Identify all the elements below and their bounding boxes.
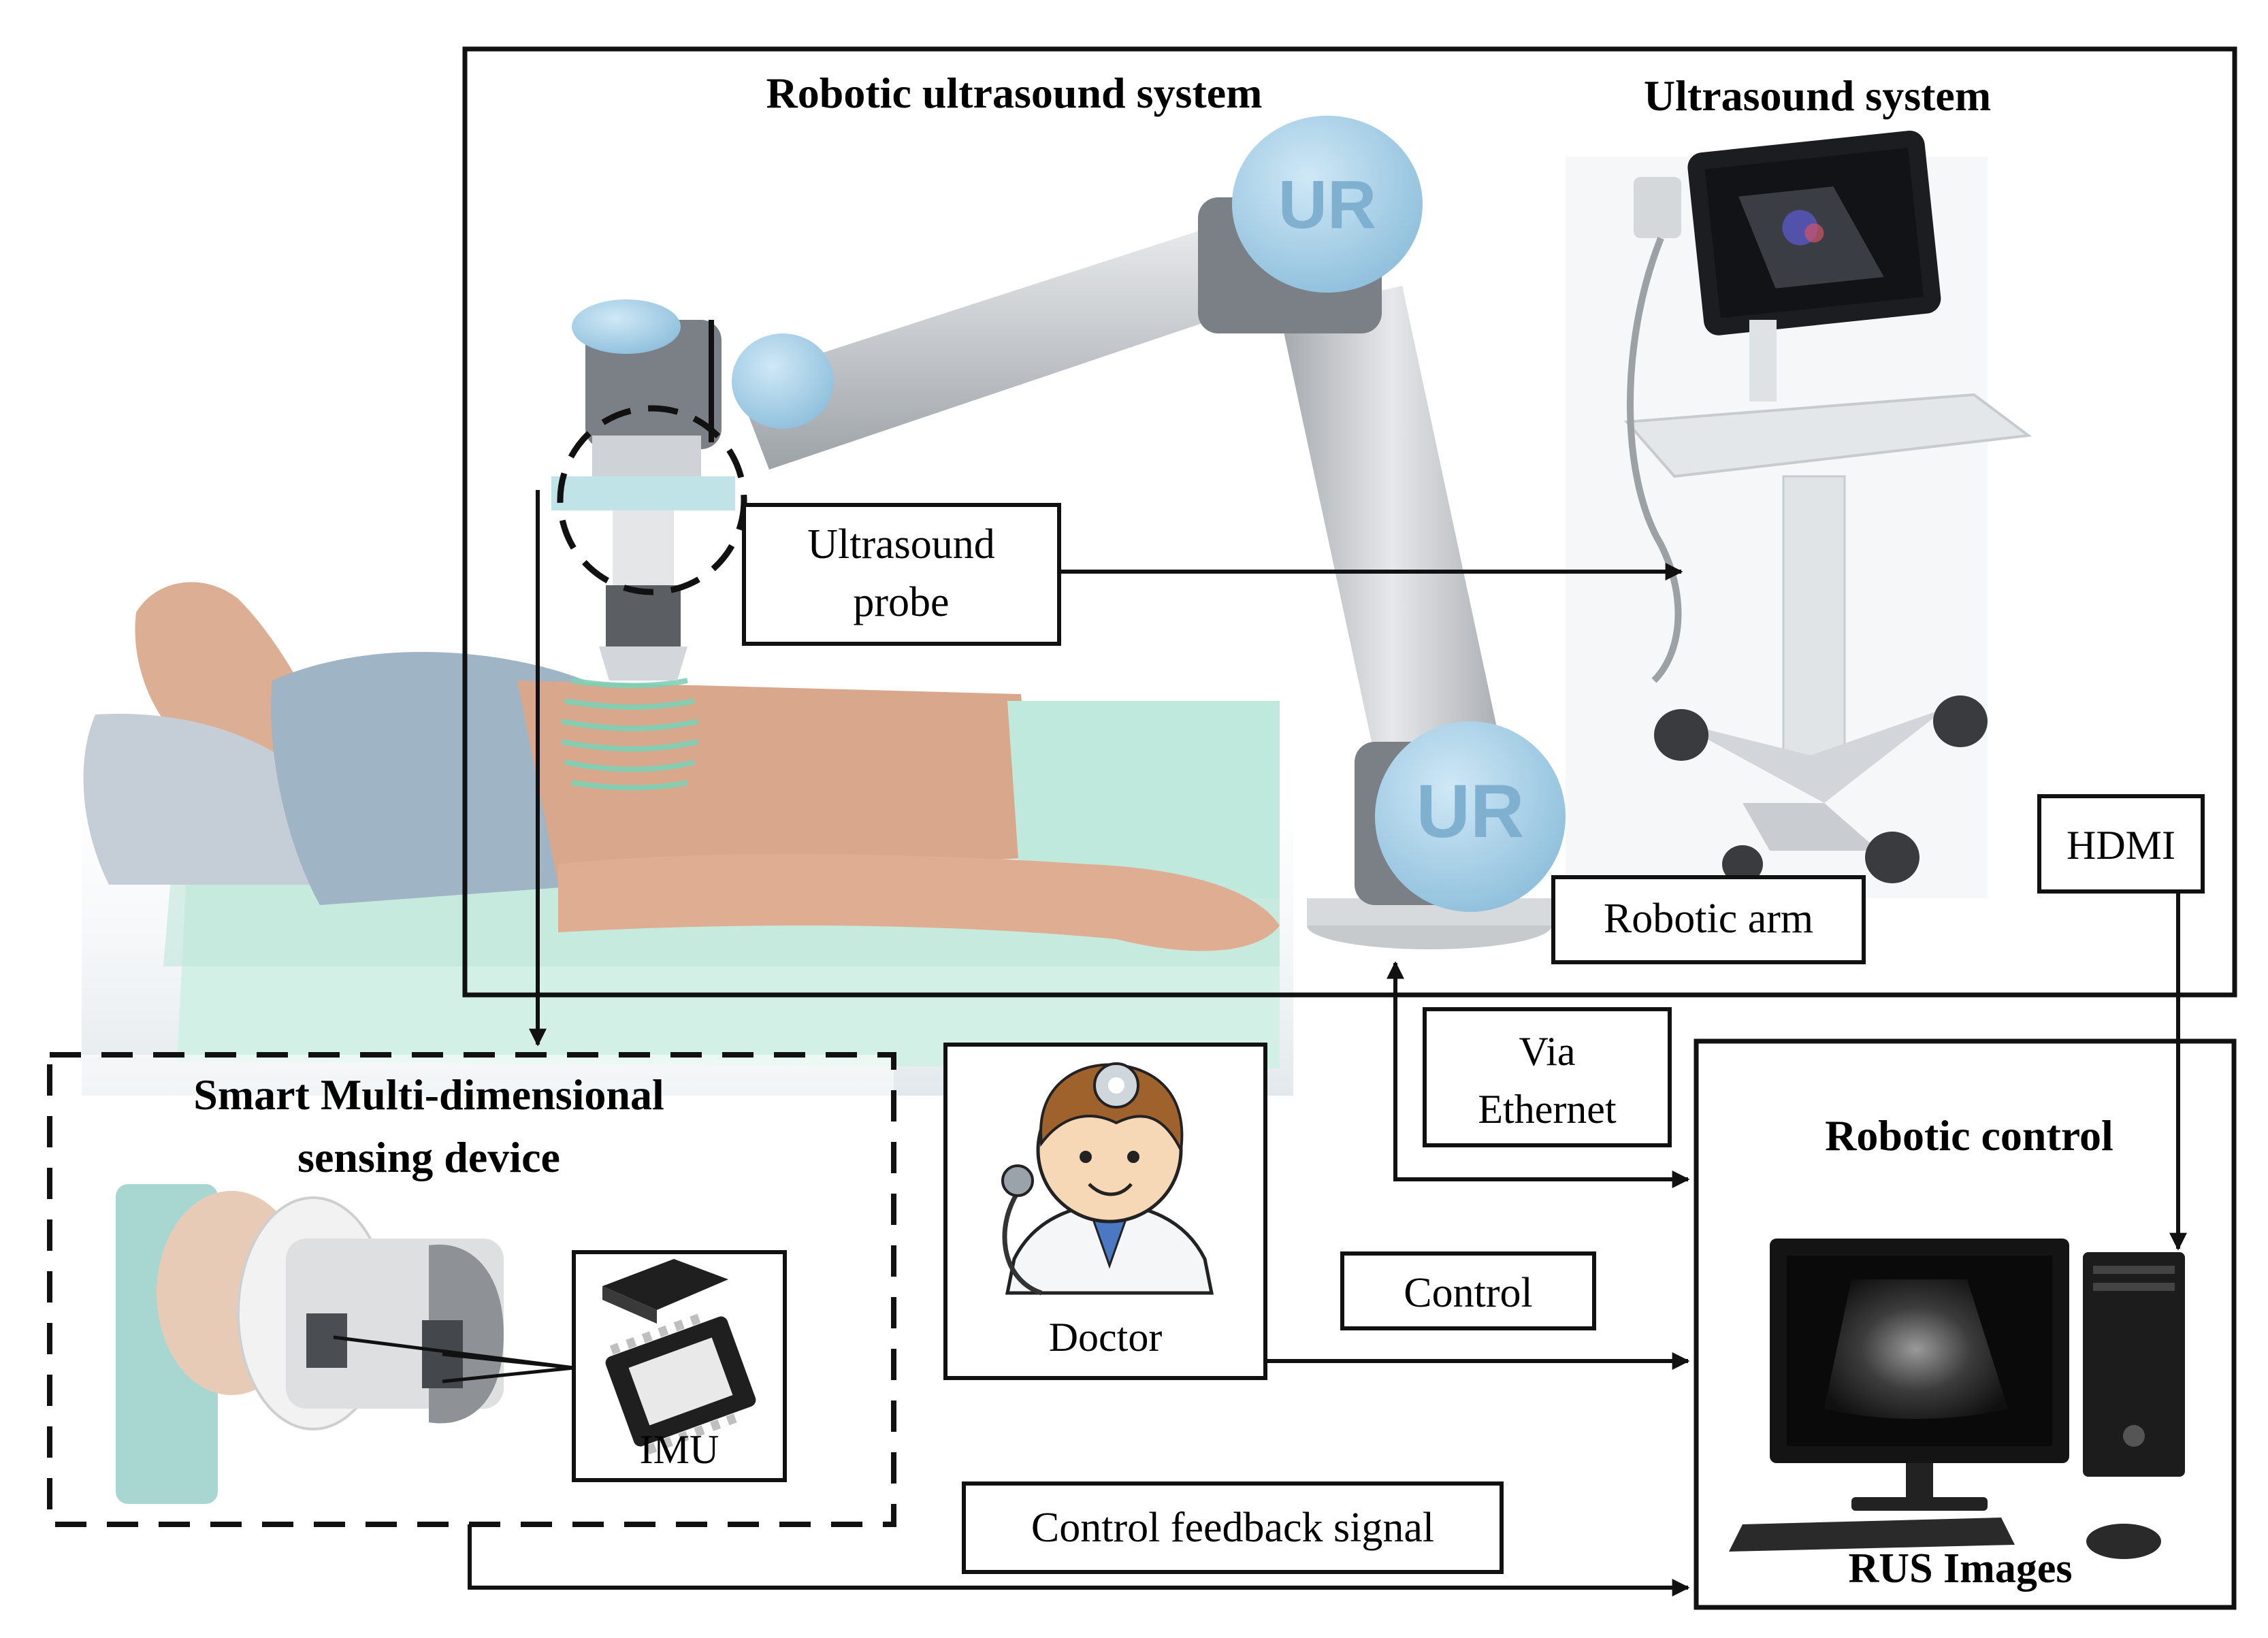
label-via-ethernet-line1: Via <box>1519 1029 1575 1074</box>
svg-text:UR: UR <box>1416 770 1525 853</box>
ultrasound-probe-tip <box>599 646 687 681</box>
robot-link-lower <box>1280 286 1504 789</box>
label-ultrasound-probe-line1: Ultrasound <box>807 521 995 568</box>
svg-text:UR: UR <box>1278 167 1376 243</box>
control-label-box <box>1340 1251 1596 1330</box>
probe-highlight-circle <box>557 405 747 595</box>
control-feedback-label-box <box>962 1481 1504 1574</box>
label-imu: IMU <box>640 1427 719 1472</box>
cart-tray <box>1623 393 2032 478</box>
patient-gown <box>271 652 599 905</box>
cart-column <box>1782 475 1846 764</box>
robot-joint-wrist <box>572 299 681 354</box>
robotic-arm-illustration: UR UR <box>551 116 1566 949</box>
device-sensor-left <box>306 1313 347 1368</box>
cart-base <box>1674 708 1947 803</box>
scan-lines <box>561 678 698 791</box>
title-smart-device-line1: Smart Multi-dimensional <box>193 1070 664 1119</box>
ultrasound-cart-illustration <box>1566 130 2032 898</box>
title-robotic-ultrasound-system: Robotic ultrasound system <box>766 69 1263 117</box>
robot-joint-base <box>1375 721 1566 912</box>
robot-joint-elbow <box>1232 116 1423 293</box>
pillow <box>83 713 327 885</box>
imu-chip-icon <box>602 1259 756 1455</box>
computer-keyboard <box>1729 1518 2015 1552</box>
computer-mouse <box>2086 1524 2161 1559</box>
computer-illustration <box>1729 1239 2185 1559</box>
label-ultrasound-probe-line2: probe <box>853 579 949 625</box>
robotic-arm-box <box>1551 875 1866 964</box>
patient-torso <box>517 681 1035 885</box>
computer-ultrasound-image <box>1824 1279 2008 1419</box>
robot-link-upper <box>735 225 1252 470</box>
label-robotic-arm: Robotic arm <box>1604 896 1813 942</box>
title-rus-images: RUS Images <box>1849 1545 2073 1592</box>
robotic-ultrasound-system-frame <box>462 46 2237 998</box>
patient-arm <box>558 854 1280 951</box>
title-ultrasound-system: Ultrasound system <box>1644 71 1991 120</box>
robotic-control-frame <box>1694 1038 2237 1610</box>
title-smart-device-line2: sensing device <box>297 1133 560 1181</box>
arrow-feedback-to-control <box>468 1524 1690 1596</box>
label-control: Control <box>1404 1270 1532 1316</box>
cart-wheels <box>1654 695 1988 883</box>
label-via-ethernet-line2: Ethernet <box>1478 1087 1617 1132</box>
computer-tower <box>2083 1252 2185 1477</box>
doctor-icon <box>1001 1062 1214 1296</box>
arrow-ethernet-bidirectional <box>1387 961 1690 1188</box>
probe-mount <box>551 476 735 510</box>
label-control-feedback-signal: Control feedback signal <box>1031 1505 1434 1551</box>
label-hdmi: HDMI <box>2067 823 2175 868</box>
hdmi-label-box <box>2037 794 2205 894</box>
title-robotic-control: Robotic control <box>1825 1111 2113 1160</box>
label-doctor: Doctor <box>1049 1315 1163 1360</box>
patient-scene <box>82 582 1293 1096</box>
ultrasound-probe-label-box <box>742 503 1061 646</box>
sheet-cover <box>1007 701 1280 898</box>
imu-pointer-line-right <box>442 1352 574 1370</box>
